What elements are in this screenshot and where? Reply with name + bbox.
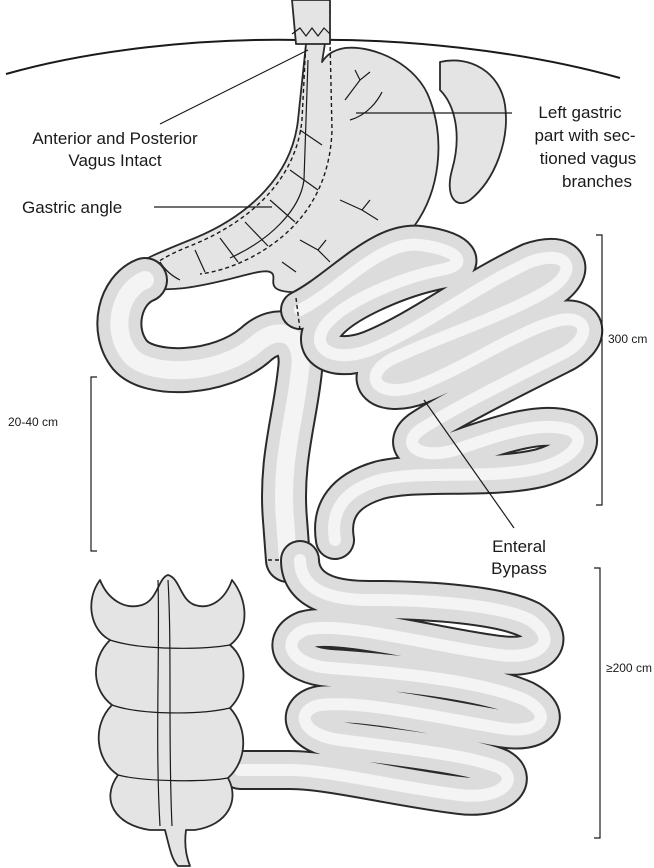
label-200cm: ≥200 cm bbox=[606, 661, 652, 675]
label-300cm: 300 cm bbox=[608, 332, 647, 346]
label-20-40cm: 20-40 cm bbox=[8, 415, 58, 429]
bracket-200cm bbox=[594, 568, 600, 838]
bracket-20-40cm bbox=[91, 377, 97, 551]
label-enteral-bypass-line1: Enteral bbox=[492, 537, 546, 556]
label-gastric-angle: Gastric angle bbox=[22, 198, 122, 217]
bracket-300cm bbox=[596, 235, 602, 505]
label-left-gastric-line2: part with sec- bbox=[534, 126, 635, 145]
bypassed-intestine-coils bbox=[300, 245, 583, 540]
colon bbox=[91, 575, 244, 866]
esophagus bbox=[292, 0, 330, 44]
spleen bbox=[440, 60, 506, 203]
label-vagus-intact-line1: Anterior and Posterior bbox=[32, 129, 198, 148]
leader-vagus-intact bbox=[160, 50, 308, 124]
alimentary-limb bbox=[119, 280, 300, 560]
common-channel-coils bbox=[240, 560, 544, 796]
label-left-gastric-line3: tioned vagus bbox=[540, 149, 636, 168]
label-left-gastric-line4: branches bbox=[562, 172, 632, 191]
label-left-gastric-line1: Left gastric bbox=[538, 103, 622, 122]
label-vagus-intact-line2: Vagus Intact bbox=[68, 151, 162, 170]
label-enteral-bypass-line2: Bypass bbox=[491, 559, 547, 578]
